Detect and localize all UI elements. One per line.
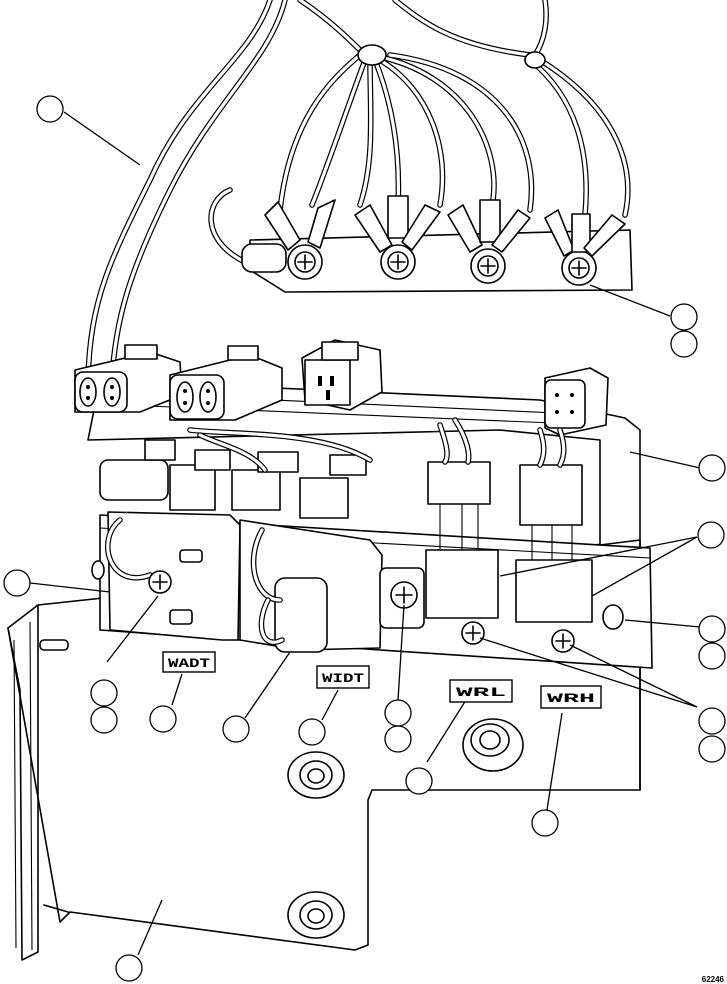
- callout-6b: [698, 642, 726, 670]
- callout-5: [3, 569, 31, 597]
- relay-rl: [425, 417, 499, 619]
- relay-socket-top: [301, 339, 383, 411]
- label-wrl: WRL: [449, 679, 513, 703]
- terminal-screw-4: [544, 209, 626, 286]
- connector-right: [544, 367, 609, 436]
- callout-6a: [698, 615, 726, 643]
- label-wadt: WADT: [162, 651, 216, 673]
- label-wrl-text: WRL: [456, 685, 506, 700]
- label-wrh: WRH: [540, 685, 602, 709]
- callout-4: [697, 521, 725, 549]
- connector-left-pair: [74, 344, 183, 413]
- callout-3: [698, 454, 726, 482]
- label-widt: WIDT: [316, 665, 370, 689]
- standoff-right: [462, 718, 524, 772]
- label-widt-text: WIDT: [322, 671, 364, 686]
- callout-2a: [670, 303, 698, 331]
- callout-12a: [698, 707, 726, 735]
- callout-2b: [670, 330, 698, 358]
- adt-module: [91, 511, 241, 641]
- label-wadt-text: WADT: [168, 656, 210, 671]
- callout-11b: [384, 725, 412, 753]
- callout-8: [149, 705, 177, 733]
- connector-mid-pair: [169, 345, 283, 421]
- mounting-screw-rh: [551, 629, 575, 653]
- callout-15: [115, 954, 143, 982]
- label-wrh-text: WRH: [547, 691, 595, 706]
- callout-11a: [384, 699, 412, 727]
- standoff-lower: [287, 891, 345, 939]
- wire-harness: [85, 0, 631, 383]
- callout-9: [222, 715, 250, 743]
- callout-1: [36, 95, 64, 123]
- callout-13: [405, 767, 433, 795]
- callout-7b: [90, 706, 118, 734]
- callout-14: [531, 809, 559, 837]
- relay-rh: [515, 427, 593, 623]
- standoff-upper: [287, 751, 345, 799]
- mounting-screw-center: [379, 567, 425, 629]
- callout-7a: [90, 679, 118, 707]
- connector-cluster: [99, 427, 373, 519]
- mounting-hole: [602, 604, 624, 630]
- leader-lines: [29, 111, 701, 956]
- terminal-screw-3: [447, 199, 531, 284]
- terminal-block: [241, 229, 633, 293]
- mounting-screw-rl: [461, 621, 485, 645]
- terminal-screw-2: [354, 195, 441, 280]
- idt-module: [239, 519, 383, 653]
- callout-12b: [698, 735, 726, 763]
- callout-circles: [3, 95, 726, 982]
- figure-number: 62246: [702, 975, 725, 984]
- terminal-screw-1: [264, 199, 336, 280]
- callout-10: [298, 718, 326, 746]
